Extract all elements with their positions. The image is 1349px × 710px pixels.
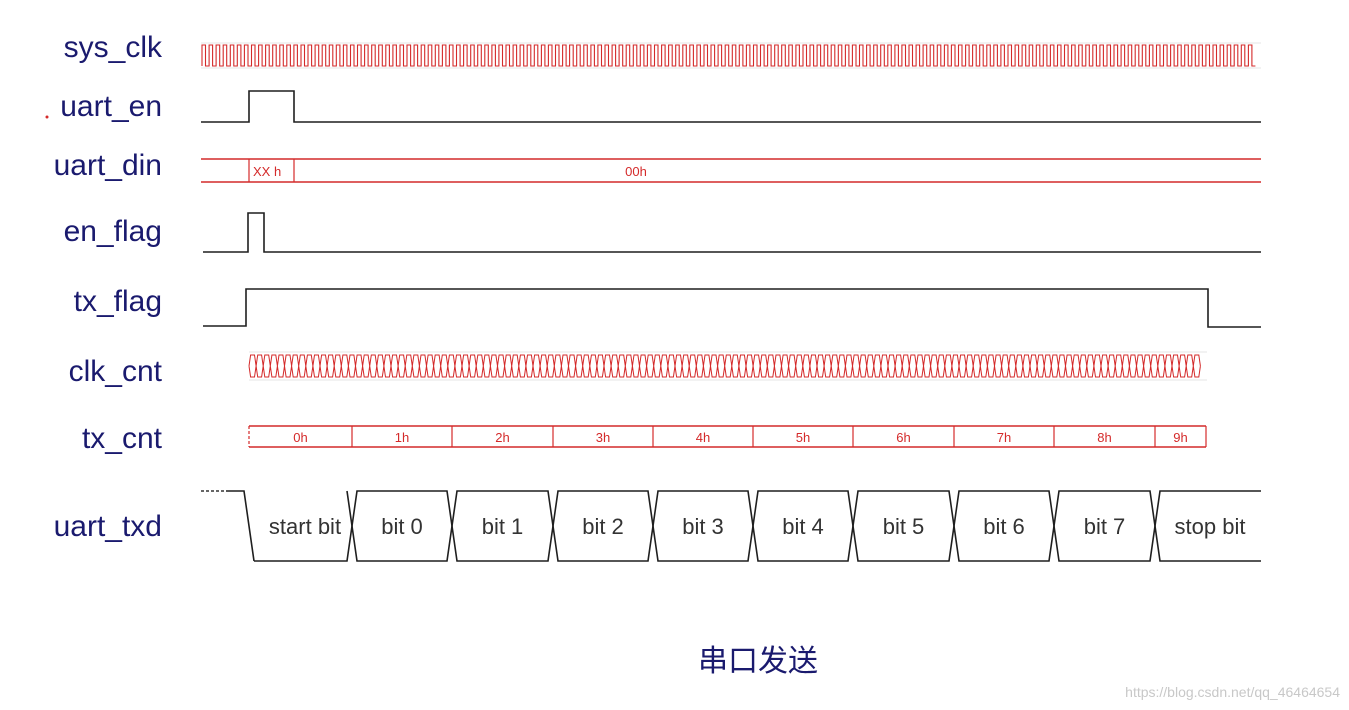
tx-cnt-value: 3h [596,430,610,445]
signal-label-tx-flag: tx_flag [74,285,162,318]
uart-txd-bus: start bit bit 0 bit 1 bit 2 bit 3 bit 4 bit 5 b… [201,490,1261,562]
uart-txd-bit-label: stop bit [1175,514,1246,539]
clk-cnt-trace [248,354,1201,378]
signal-label-uart-txd: uart_txd [54,510,162,543]
tx-cnt-value: 7h [997,430,1011,445]
uart-txd-cell [953,490,1055,562]
diagram-caption: 串口发送 [698,644,818,679]
signal-label-uart-din: uart_din [54,149,162,182]
uart-txd-cell [552,490,654,562]
uart-en-waveform [201,90,1261,123]
uart-txd-cell [1053,490,1156,562]
uart-txd-cell [752,490,854,562]
tx-cnt-value: 9h [1173,430,1187,445]
uart-txd-cell [652,490,754,562]
red-dot-mark [45,115,49,119]
tx-flag-waveform [203,288,1261,328]
uart-txd-bit-label: bit 7 [1084,514,1126,539]
tx-cnt-value: 0h [293,430,307,445]
uart-txd-bit-label: bit 4 [782,514,824,539]
en-flag-waveform [203,212,1261,253]
sys-clk-waveform [201,42,1261,69]
uart-txd-bit-label: bit 5 [883,514,925,539]
uart-txd-bit-label: bit 1 [482,514,524,539]
tx-cnt-value: 1h [395,430,409,445]
tx-cnt-value: 5h [796,430,810,445]
tx-cnt-bus: 0h 1h 2h 3h 4h 5h 6h 7h 8h 9h [248,425,1207,448]
uart-din-value-xx: XX h [253,164,281,179]
uart-txd-cell [1154,490,1261,562]
watermark-url: https://blog.csdn.net/qq_46464654 [1125,684,1340,700]
uart-txd-bit-label: bit 0 [381,514,423,539]
uart-txd-bit-label: start bit [269,514,341,539]
signal-label-uart-en: uart_en [60,90,162,123]
clk-cnt-waveform [248,351,1207,381]
uart-txd-cell [852,490,955,562]
signal-label-en-flag: en_flag [64,215,162,248]
signal-label-tx-cnt: tx_cnt [82,422,163,455]
uart-txd-cell [451,490,554,562]
uart-txd-cell [351,490,453,562]
uart-din-value-00: 00h [625,164,647,179]
tx-cnt-value: 6h [896,430,910,445]
signal-label-clk-cnt: clk_cnt [69,355,163,388]
uart-txd-bit-label: bit 3 [682,514,724,539]
sys-clk-trace [201,44,1256,67]
tx-cnt-value: 2h [495,430,509,445]
signal-label-sys-clk: sys_clk [64,31,163,64]
uart-txd-bit-label: bit 2 [582,514,624,539]
uart-txd-cell [254,490,353,562]
tx-cnt-value: 8h [1097,430,1111,445]
tx-cnt-value: 4h [696,430,710,445]
uart-din-bus: XX h 00h [201,158,1261,183]
uart-txd-bit-label: bit 6 [983,514,1025,539]
